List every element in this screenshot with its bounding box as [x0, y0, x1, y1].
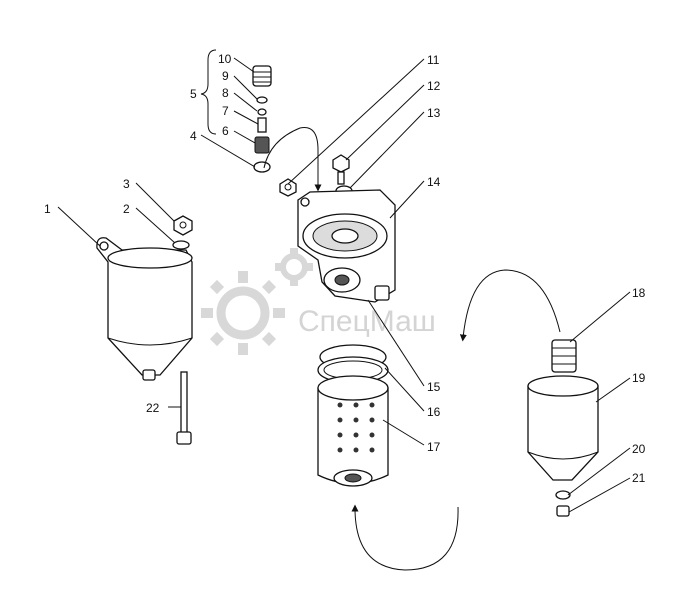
callout-8: 8: [222, 86, 229, 100]
flow-arrow-bottom: [351, 504, 459, 571]
callout-12: 12: [427, 79, 441, 93]
callout-22: 22: [146, 401, 160, 415]
callout-15: 15: [427, 380, 441, 394]
callout-10: 10: [218, 52, 232, 66]
part-bowl-19: [527, 375, 599, 481]
callout-19: 19: [632, 371, 646, 385]
callout-20: 20: [632, 442, 646, 456]
callout-21: 21: [632, 471, 646, 485]
callout-17: 17: [427, 440, 441, 454]
part-bowl: [96, 237, 193, 381]
part-filter-element: [317, 375, 389, 487]
part-plug-18: [551, 339, 577, 373]
callout-18: 18: [632, 286, 646, 300]
leader-lines: [57, 57, 631, 513]
part-nut-3: [173, 215, 193, 236]
callout-13: 13: [427, 106, 441, 120]
part-fitting-6: [254, 136, 270, 154]
part-washer-20: [555, 490, 571, 500]
callout-7: 7: [222, 104, 229, 118]
callout-14: 14: [427, 175, 441, 189]
watermark-text: СпецМаш: [298, 305, 436, 338]
callout-1: 1: [44, 202, 51, 216]
part-nut-11: [279, 178, 297, 197]
callout-2: 2: [123, 202, 130, 216]
flow-arrow-top: [459, 269, 561, 342]
callout-6: 6: [222, 124, 229, 138]
watermark: СпецМаш: [201, 248, 436, 355]
part-washer-4: [253, 161, 271, 173]
part-plug-21: [556, 505, 570, 517]
group-bracket: [200, 49, 217, 135]
part-washer-2: [172, 240, 190, 250]
part-cap: [252, 65, 272, 87]
part-pin-7: [257, 117, 267, 133]
callout-11: 11: [427, 53, 440, 67]
part-washer-9: [256, 96, 268, 104]
part-long-bolt: [176, 371, 192, 445]
part-housing: [297, 189, 396, 303]
callout-4: 4: [190, 129, 197, 143]
callout-9: 9: [222, 69, 229, 83]
callout-5: 5: [190, 87, 197, 101]
part-bolt-12: [332, 154, 350, 185]
part-washer-8: [257, 108, 267, 116]
callout-3: 3: [123, 177, 130, 191]
gear-logo-icon: [216, 253, 308, 340]
part-tube: [263, 126, 322, 192]
callout-labels: 1 2 3 4 5 6 7 8 9 10 11 12 13 14 15 16 1…: [44, 52, 646, 485]
callout-16: 16: [427, 405, 441, 419]
